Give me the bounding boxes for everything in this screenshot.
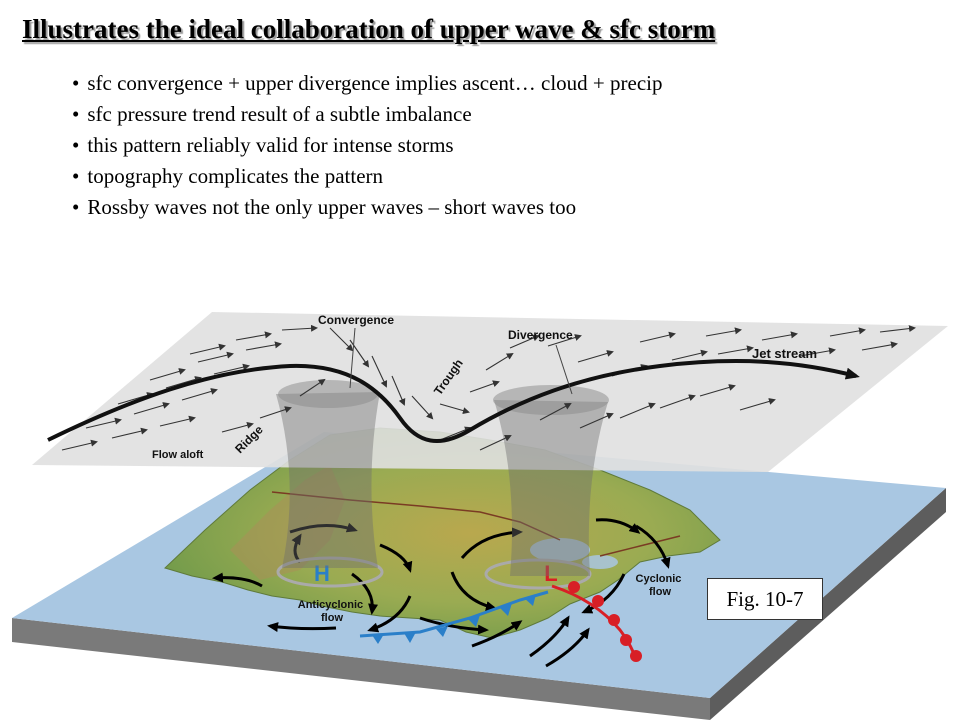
bullet-item: Rossby waves not the only upper waves – …: [72, 192, 662, 223]
convergence-pointer: [349, 327, 356, 389]
divergence-air-column: [494, 400, 608, 576]
cyclonic-label-line: flow: [649, 586, 671, 598]
divergence-pointer: [555, 344, 573, 395]
warm-front: [551, 584, 638, 661]
storm-wave-diagram: H L Anticyclonic flow Cyclonic flow: [12, 312, 948, 720]
mountain-relief: [230, 465, 345, 580]
cyclonic-label-line: Cyclonic: [636, 573, 682, 585]
anticyclonic-flow-label: Anticyclonic flow: [298, 599, 366, 624]
divergence-column-top: [493, 385, 609, 415]
anticyclonic-label-line: flow: [321, 612, 343, 624]
slide-title: Illustrates the ideal collaboration of u…: [22, 14, 716, 44]
jet-stream: [47, 359, 860, 444]
surface-slab-side: [710, 488, 946, 720]
cyclonic-flow-arrows: [419, 518, 671, 668]
high-pressure-label: H: [314, 561, 330, 586]
high-pressure-ring: [276, 556, 384, 588]
surface-slab-side: [12, 618, 710, 720]
low-pressure-label: L: [544, 561, 557, 586]
warm-front-semicircles: [568, 581, 642, 662]
border-line: [599, 535, 681, 557]
convergence-air-column: [276, 392, 380, 568]
low-pressure-ring: [484, 558, 592, 590]
bullet-list: sfc convergence + upper divergence impli…: [72, 68, 662, 223]
border-line: [271, 491, 561, 541]
flow-aloft-arrows: [61, 324, 916, 451]
convergence-column-top: [278, 380, 378, 408]
cold-front-triangles: [372, 594, 536, 644]
flow-aloft-label: Flow aloft: [152, 449, 204, 461]
convergence-label: Convergence: [318, 313, 394, 327]
anticyclonic-label-line: Anticyclonic: [298, 599, 363, 611]
bullet-item: sfc convergence + upper divergence impli…: [72, 68, 662, 99]
great-lakes: [582, 555, 618, 569]
bullet-item: topography complicates the pattern: [72, 161, 662, 192]
figure-caption: Fig. 10-7: [707, 578, 823, 620]
jet-stream-label: Jet stream: [752, 346, 817, 361]
bullet-item: this pattern reliably valid for intense …: [72, 130, 662, 161]
cyclonic-flow-label: Cyclonic flow: [636, 573, 685, 598]
divergence-label: Divergence: [508, 328, 573, 342]
upper-level-plane: [32, 312, 948, 472]
great-lakes: [530, 538, 590, 562]
bullet-item: sfc pressure trend result of a subtle im…: [72, 99, 662, 130]
